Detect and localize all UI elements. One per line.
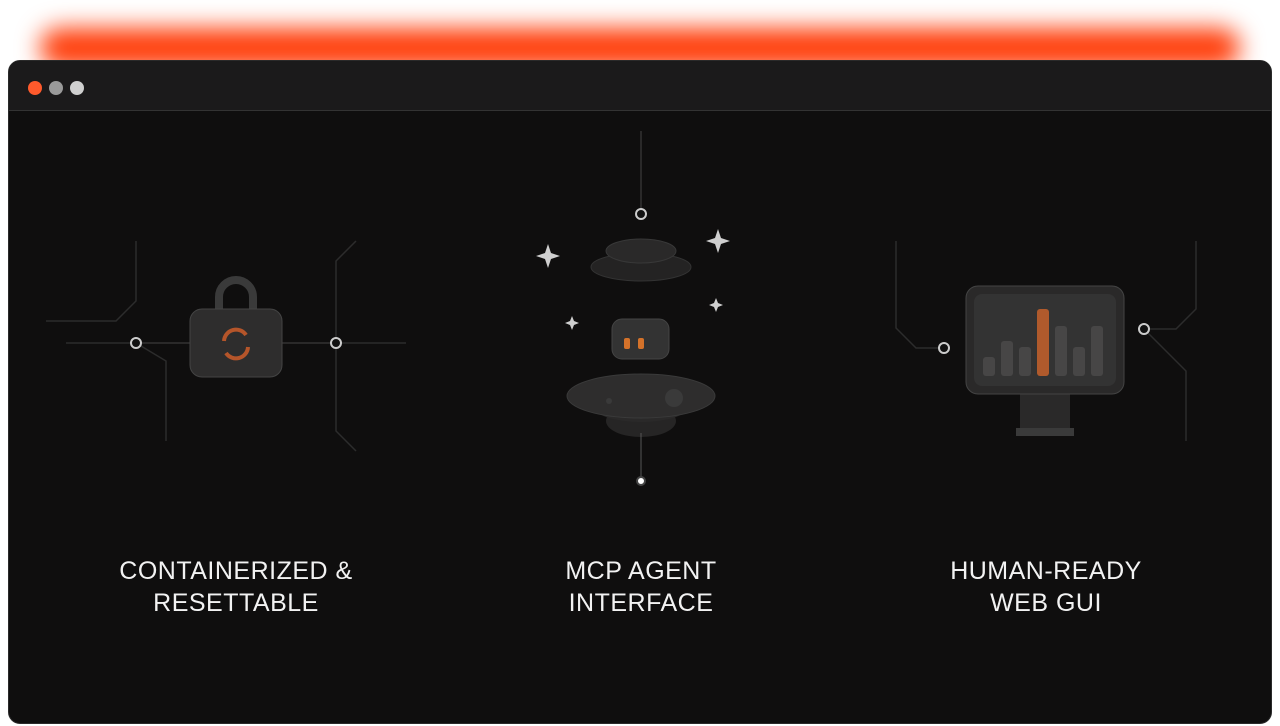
title-bar <box>9 61 1271 111</box>
monitor-chart-icon <box>895 241 1197 441</box>
feature-mcp: MCP AGENT INTERFACE <box>431 111 851 723</box>
minimize-button[interactable] <box>49 81 63 95</box>
feature-title-line1: HUMAN-READY <box>950 557 1142 585</box>
agent-robot-icon <box>536 131 730 486</box>
feature-containerized: CONTAINERIZED & RESETTABLE <box>26 111 446 723</box>
feature-title-line2: INTERFACE <box>568 589 714 617</box>
feature-title-line2: RESETTABLE <box>153 589 319 617</box>
maximize-button[interactable] <box>70 81 84 95</box>
lock-reset-icon <box>46 240 406 452</box>
feature-title-line2: WEB GUI <box>990 589 1102 617</box>
app-window: CONTAINERIZED & RESETTABLE MCP AGENT INTER… <box>8 60 1272 724</box>
feature-web-gui: HUMAN-READY WEB GUI <box>836 111 1256 723</box>
feature-title-line1: CONTAINERIZED & <box>119 557 353 585</box>
feature-title-line1: MCP AGENT <box>565 557 717 585</box>
close-button[interactable] <box>28 81 42 95</box>
